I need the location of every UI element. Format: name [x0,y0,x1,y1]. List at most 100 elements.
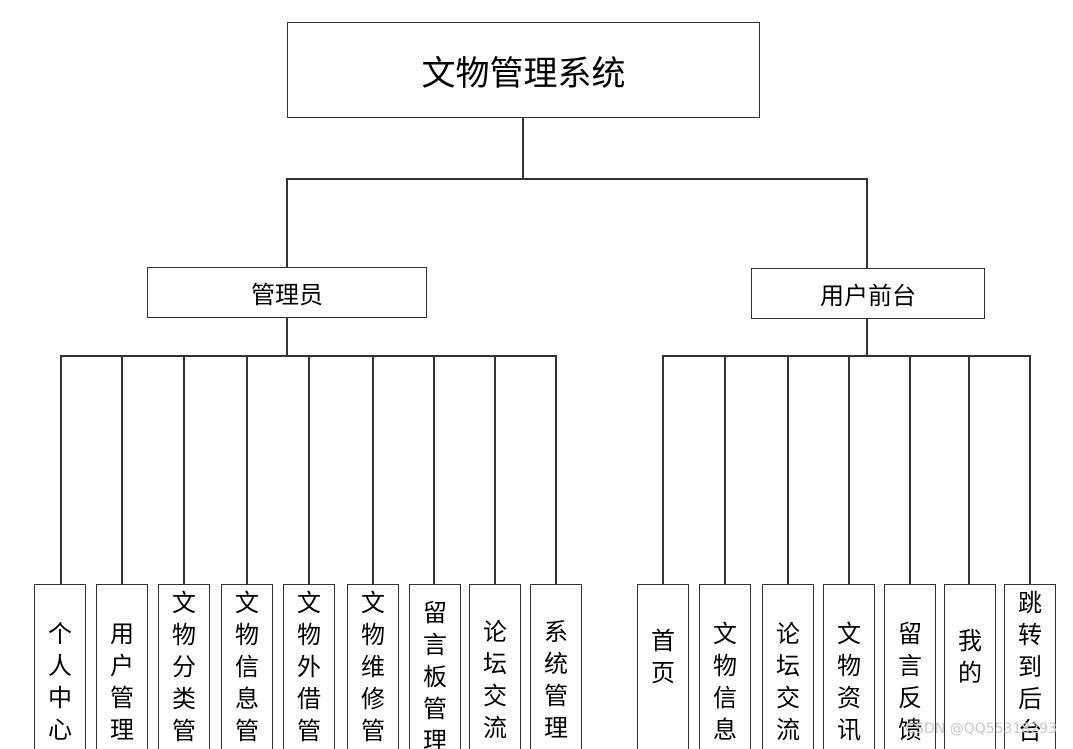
leaf-home: 首页 [637,584,689,749]
leaf-char: 交 [776,683,800,712]
leaf-message-board-management: 留言板管理 [409,584,461,749]
leaf-label: 文物外借管 [297,587,321,747]
leaf-char: 修 [361,685,385,713]
leaf-char: 文 [297,589,321,617]
root-label: 文物管理系统 [421,53,626,94]
leaf-char: 理 [423,727,447,749]
leaf-char: 理 [544,713,568,742]
connector [183,355,185,585]
connector [662,355,1031,357]
leaf-char: 交 [483,681,507,710]
leaf-char: 文 [235,589,259,617]
leaf-char: 的 [958,658,982,687]
leaf-char: 物 [837,651,861,680]
connector [522,117,524,179]
leaf-char: 中 [48,683,72,712]
leaf-personal-center: 个人中心 [34,584,86,749]
leaf-char: 管 [172,717,196,745]
leaf-char: 物 [713,651,737,680]
leaf-char: 维 [361,653,385,681]
leaf-relic-category-management: 文物分类管 [158,584,210,749]
leaf-char: 管 [110,683,134,712]
connector [866,318,868,356]
leaf-label: 首页 [651,625,675,689]
leaf-char: 留 [423,599,447,627]
leaf-char: 转 [1018,621,1042,649]
leaf-label: 文物维修管 [361,587,385,747]
leaf-char: 首 [651,626,675,655]
leaf-char: 跳 [1018,589,1042,617]
leaf-char: 坛 [483,649,507,678]
connector [286,178,288,269]
leaf-char: 物 [172,621,196,649]
leaf-char: 文 [713,619,737,648]
leaf-char: 馈 [898,715,922,744]
leaf-char: 我 [958,626,982,655]
leaf-go-to-backend: 跳转到后台 [1004,584,1056,749]
leaf-label: 我的 [958,625,982,689]
leaf-system-management: 系统管理 [530,584,582,749]
leaf-char: 讯 [837,715,861,744]
leaf-char: 管 [235,717,259,745]
leaf-label: 留言反馈 [898,618,922,746]
leaf-char: 管 [423,695,447,723]
leaf-char: 统 [544,649,568,678]
connector [1029,355,1031,585]
leaf-my: 我的 [944,584,996,749]
connector [724,355,726,585]
leaf-char: 用 [110,619,134,648]
root-node: 文物管理系统 [287,22,760,118]
leaf-char: 管 [297,717,321,745]
connector [308,355,310,585]
leaf-user-management: 用户管理 [96,584,148,749]
connector [848,355,850,585]
connector [968,355,970,585]
connector [121,355,123,585]
leaf-char: 借 [297,685,321,713]
leaf-char: 言 [898,651,922,680]
leaf-char: 信 [235,653,259,681]
leaf-char: 信 [713,683,737,712]
leaf-char: 人 [48,651,72,680]
leaf-char: 言 [423,631,447,659]
leaf-label: 个人中心 [48,618,72,746]
leaf-char: 物 [235,621,259,649]
leaf-feedback: 留言反馈 [884,584,936,749]
leaf-char: 页 [651,658,675,687]
leaf-char: 息 [235,685,259,713]
connector [286,317,288,356]
leaf-char: 文 [837,619,861,648]
leaf-char: 管 [361,717,385,745]
leaf-char: 文 [361,589,385,617]
leaf-label: 系统管理 [544,616,568,744]
connector [909,355,911,585]
connector [555,355,557,585]
leaf-label: 文物资讯 [837,618,861,746]
user-frontend-label: 用户前台 [820,282,916,310]
leaf-relic-info: 文物信息 [699,584,751,749]
leaf-char: 文 [172,589,196,617]
leaf-relic-info-management: 文物信息管 [221,584,273,749]
leaf-char: 理 [110,715,134,744]
leaf-label: 论坛交流 [483,616,507,744]
leaf-char: 物 [297,621,321,649]
leaf-char: 后 [1018,685,1042,713]
leaf-label: 文物信息管 [235,587,259,747]
leaf-label: 文物信息 [713,618,737,746]
leaf-forum-frontend: 论坛交流 [762,584,814,749]
admin-node: 管理员 [147,267,427,318]
connector [246,355,248,585]
leaf-char: 反 [898,683,922,712]
leaf-char: 流 [483,713,507,742]
leaf-char: 论 [483,617,507,646]
leaf-relic-news: 文物资讯 [823,584,875,749]
connector [372,355,374,585]
leaf-char: 心 [48,715,72,744]
admin-label: 管理员 [251,281,323,309]
leaf-char: 板 [423,663,447,691]
leaf-label: 文物分类管 [172,587,196,747]
leaf-char: 物 [361,621,385,649]
connector [787,355,789,585]
leaf-relic-repair-management: 文物维修管 [347,584,399,749]
leaf-char: 类 [172,685,196,713]
